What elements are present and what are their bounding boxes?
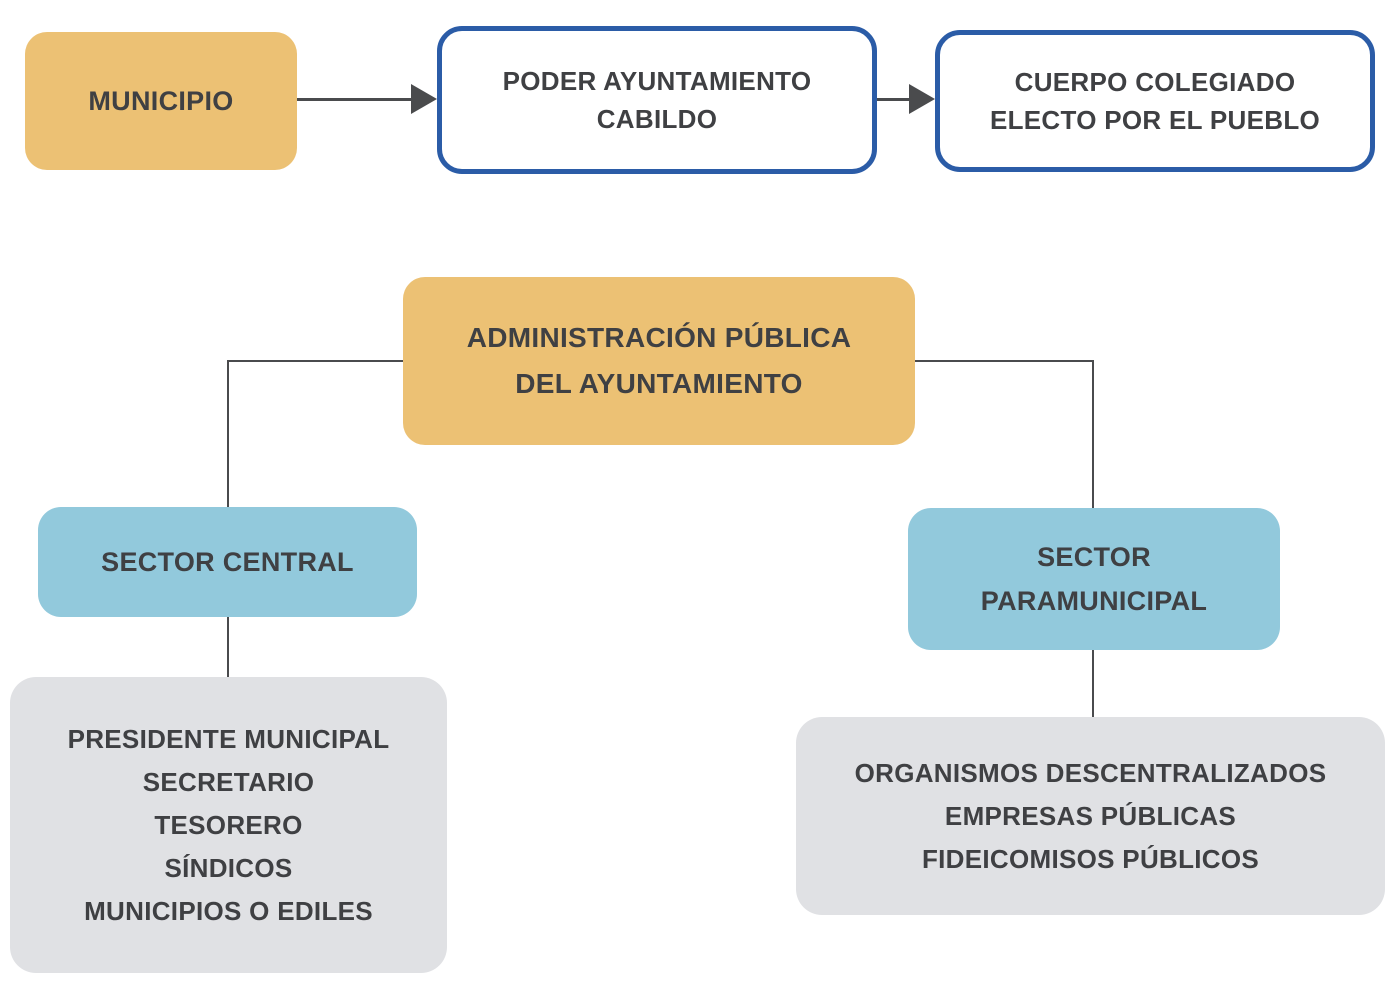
arrow-right-icon <box>909 84 935 114</box>
node-administracion-line1: ADMINISTRACIÓN PÚBLICA <box>466 322 852 353</box>
node-poder-line1: PODER AYUNTAMIENTO <box>502 66 812 96</box>
node-cuerpo-line2: ELECTO POR EL PUEBLO <box>989 105 1321 135</box>
paramunicipal-member-2: EMPRESAS PÚBLICAS <box>944 800 1237 831</box>
central-member-4: SÍNDICOS <box>164 852 293 883</box>
arrow-municipio-to-poder-line <box>297 98 413 101</box>
node-sector-paramunicipal: SECTOR PARAMUNICIPAL <box>908 508 1280 650</box>
central-member-2: SECRETARIO <box>142 766 315 797</box>
node-cuerpo-line1: CUERPO COLEGIADO <box>1014 67 1296 97</box>
node-sector-paramunicipal-members: ORGANISMOS DESCENTRALIZADOS EMPRESAS PÚB… <box>796 717 1385 915</box>
connector-admin-to-central-horizontal <box>228 360 403 362</box>
paramunicipal-member-1: ORGANISMOS DESCENTRALIZADOS <box>854 757 1327 788</box>
node-cuerpo-colegiado: CUERPO COLEGIADO ELECTO POR EL PUEBLO <box>935 30 1375 172</box>
arrow-right-icon <box>411 84 437 114</box>
central-member-5: MUNICIPIOS O EDILES <box>84 895 373 926</box>
node-poder-line2: CABILDO <box>596 104 718 134</box>
node-sector-central-label: SECTOR CENTRAL <box>101 546 354 577</box>
node-sector-central: SECTOR CENTRAL <box>38 507 417 617</box>
paramunicipal-member-3: FIDEICOMISOS PÚBLICOS <box>921 843 1260 874</box>
central-member-3: TESORERO <box>154 809 303 840</box>
node-sector-central-members: PRESIDENTE MUNICIPAL SECRETARIO TESORERO… <box>10 677 447 973</box>
connector-admin-to-paramunicipal-horizontal <box>915 360 1094 362</box>
node-administracion-publica: ADMINISTRACIÓN PÚBLICA DEL AYUNTAMIENTO <box>403 277 915 445</box>
node-municipio: MUNICIPIO <box>25 32 297 170</box>
node-municipio-label: MUNICIPIO <box>88 85 234 116</box>
central-member-1: PRESIDENTE MUNICIPAL <box>67 723 390 754</box>
node-sector-paramunicipal-line2: PARAMUNICIPAL <box>980 586 1208 616</box>
node-poder-ayuntamiento: PODER AYUNTAMIENTO CABILDO <box>437 26 877 174</box>
node-administracion-line2: DEL AYUNTAMIENTO <box>515 368 803 399</box>
arrow-poder-to-cuerpo-line <box>877 98 911 101</box>
node-sector-paramunicipal-line1: SECTOR <box>1037 542 1151 572</box>
